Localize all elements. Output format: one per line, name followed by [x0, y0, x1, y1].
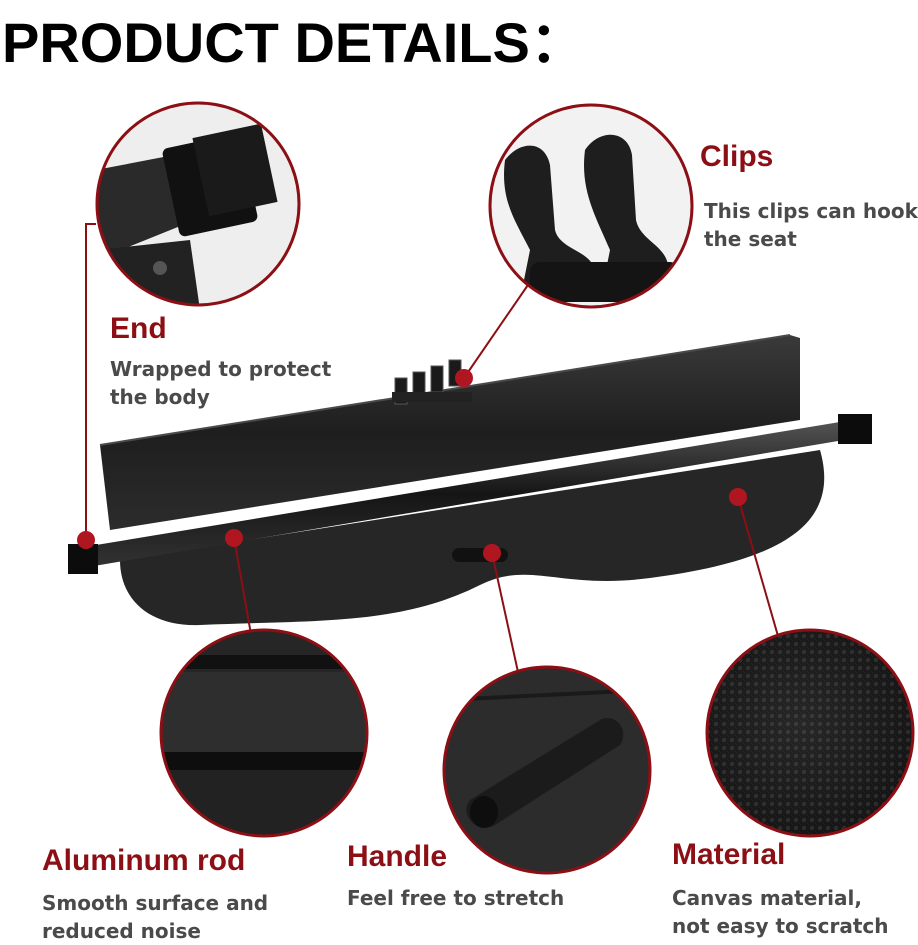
handle-detail-image — [442, 665, 652, 875]
aluminum-rod-heading: Aluminum rod — [42, 844, 246, 877]
clips-heading: Clips — [700, 140, 774, 173]
material-description: Canvas material, not easy to scratch — [672, 886, 889, 938]
clips-description: This clips can hook the seat — [704, 199, 918, 251]
end-heading: End — [110, 312, 167, 345]
clips-detail-image — [488, 103, 694, 309]
end-description: Wrapped to protect the body — [110, 357, 332, 409]
page-title: PRODUCT DETAILS： — [2, 11, 586, 74]
material-heading: Material — [672, 838, 786, 871]
aluminum-rod-detail-image — [159, 628, 369, 838]
cargo-cover — [68, 334, 872, 626]
handle-heading: Handle — [347, 840, 448, 873]
material-detail-image — [705, 628, 915, 838]
handle-description: Feel free to stretch — [347, 886, 565, 910]
callout-lines — [85, 223, 779, 673]
end-detail-image — [95, 101, 301, 307]
aluminum-rod-description: Smooth surface and reduced noise — [42, 891, 269, 943]
callout-dots — [77, 369, 747, 562]
